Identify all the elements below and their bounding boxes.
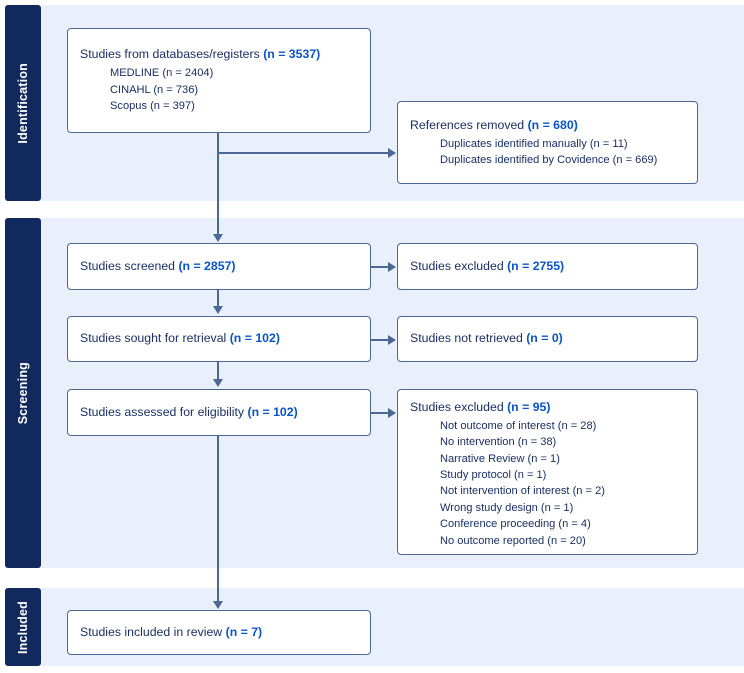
box-studies-assessed[interactable]: Studies assessed for eligibility (n = 10… <box>67 389 371 436</box>
box-studies-included[interactable]: Studies included in review (n = 7) <box>67 610 371 655</box>
band-tab-identification: Identification <box>5 5 41 201</box>
box-studies-excluded-screened[interactable]: Studies excluded (n = 2755) <box>397 243 698 290</box>
box-records-identified-label: Studies from databases/registers <box>80 47 264 62</box>
list-item: Not outcome of interest (n = 28) <box>440 419 597 432</box>
box-studies-excluded-screened-label: Studies excluded <box>410 258 508 273</box>
box-studies-assessed-count: (n = 102) <box>247 404 298 419</box>
box-studies-not-retrieved[interactable]: Studies not retrieved (n = 0) <box>397 316 698 362</box>
box-studies-included-label: Studies included in review <box>80 624 226 639</box>
box-references-removed-count: (n = 680) <box>527 117 578 132</box>
connector-assessed-to-included <box>217 436 219 603</box>
box-studies-sought-headline: Studies sought for retrieval (n = 102) <box>80 330 360 348</box>
list-item: No outcome reported (n = 20) <box>440 534 586 547</box>
box-studies-sought-label: Studies sought for retrieval <box>80 331 230 346</box>
connector-sought-to-not-retrieved <box>371 339 389 341</box>
box-references-removed-list: Duplicates identified manually (n = 11) … <box>410 136 687 169</box>
box-studies-not-retrieved-headline: Studies not retrieved (n = 0) <box>410 330 687 348</box>
list-item: Scopus (n = 397) <box>110 100 195 113</box>
band-tab-included: Included <box>5 588 41 666</box>
band-label-screening: Screening <box>16 361 30 425</box>
connector-assessed-to-excluded <box>371 412 389 414</box>
list-item: Not intervention of interest (n = 2) <box>440 485 605 498</box>
list-item: MEDLINE (n = 2404) <box>110 67 214 80</box>
list-item: Narrative Review (n = 1) <box>440 452 560 465</box>
box-studies-screened-count: (n = 2857) <box>178 258 236 273</box>
connector-screened-to-sought <box>217 290 219 307</box>
list-item: Study protocol (n = 1) <box>440 469 547 482</box>
box-studies-sought[interactable]: Studies sought for retrieval (n = 102) <box>67 316 371 362</box>
list-item: Wrong study design (n = 1) <box>440 501 574 514</box>
list-item: Conference proceeding (n = 4) <box>440 518 591 531</box>
box-studies-excluded-eligibility-headline: Studies excluded (n = 95) <box>410 399 687 417</box>
arrowhead-to-studies-assessed <box>213 379 223 387</box>
box-studies-excluded-eligibility[interactable]: Studies excluded (n = 95) Not outcome of… <box>397 389 698 555</box>
arrowhead-to-references-removed <box>388 148 396 158</box>
box-studies-not-retrieved-count: (n = 0) <box>526 331 563 346</box>
band-label-identification: Identification <box>16 62 30 144</box>
box-studies-not-retrieved-label: Studies not retrieved <box>410 331 527 346</box>
band-label-included: Included <box>16 600 30 654</box>
arrowhead-to-studies-excluded-eligibility <box>388 408 396 418</box>
list-item: Duplicates identified manually (n = 11) <box>440 137 628 150</box>
box-studies-included-count: (n = 7) <box>225 624 263 639</box>
box-references-removed-label: References removed <box>410 117 528 132</box>
arrowhead-to-screened <box>213 234 223 242</box>
arrowhead-to-studies-sought <box>213 306 223 314</box>
box-studies-excluded-eligibility-label: Studies excluded <box>410 400 508 414</box>
box-studies-assessed-label: Studies assessed for eligibility <box>80 404 248 419</box>
arrowhead-to-studies-included <box>213 601 223 609</box>
connector-identified-to-removed <box>217 152 389 154</box>
box-records-identified[interactable]: Studies from databases/registers (n = 35… <box>67 28 371 133</box>
box-studies-screened-headline: Studies screened (n = 2857) <box>80 258 360 276</box>
arrowhead-to-studies-excluded-screened <box>388 262 396 272</box>
box-studies-screened[interactable]: Studies screened (n = 2857) <box>67 243 371 290</box>
box-studies-excluded-eligibility-count: (n = 95) <box>507 400 551 414</box>
connector-sought-to-assessed <box>217 362 219 380</box>
list-item: No intervention (n = 38) <box>440 436 557 449</box>
connector-identified-trunk <box>217 133 219 237</box>
box-records-identified-headline: Studies from databases/registers (n = 35… <box>80 46 360 64</box>
box-records-identified-list: MEDLINE (n = 2404) CINAHL (n = 736) Scop… <box>80 65 360 114</box>
band-tab-screening: Screening <box>5 218 41 568</box>
box-studies-excluded-eligibility-list: Not outcome of interest (n = 28) No inte… <box>410 418 687 549</box>
box-studies-sought-count: (n = 102) <box>229 331 280 346</box>
list-item: CINAHL (n = 736) <box>110 83 199 96</box>
box-references-removed-headline: References removed (n = 680) <box>410 117 687 135</box>
box-studies-excluded-screened-headline: Studies excluded (n = 2755) <box>410 258 687 276</box>
box-studies-included-headline: Studies included in review (n = 7) <box>80 624 360 642</box>
list-item: Duplicates identified by Covidence (n = … <box>440 153 658 166</box>
box-studies-assessed-headline: Studies assessed for eligibility (n = 10… <box>80 404 360 422</box>
box-records-identified-count: (n = 3537) <box>263 47 321 62</box>
box-references-removed[interactable]: References removed (n = 680) Duplicates … <box>397 101 698 184</box>
arrowhead-to-studies-not-retrieved <box>388 335 396 345</box>
box-studies-excluded-screened-count: (n = 2755) <box>507 258 565 273</box>
connector-screened-to-excluded <box>371 266 389 268</box>
box-studies-screened-label: Studies screened <box>80 258 179 273</box>
